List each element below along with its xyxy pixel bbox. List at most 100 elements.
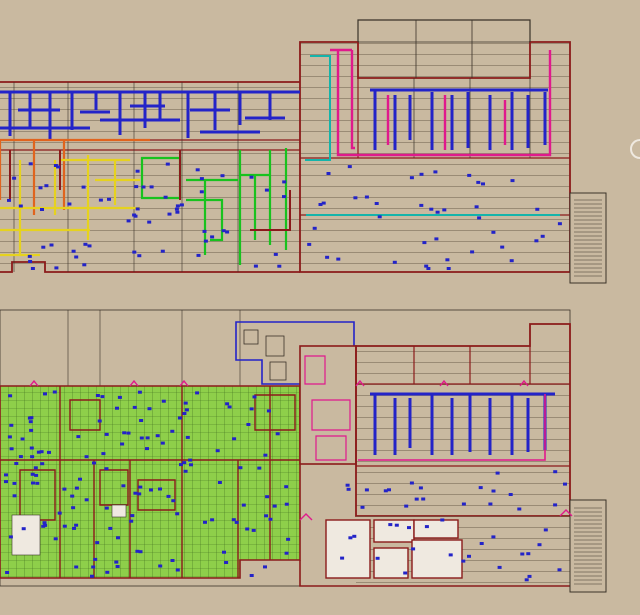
diffuser: [158, 564, 163, 568]
diffuser: [434, 237, 439, 241]
diffuser: [286, 537, 291, 541]
diffuser: [74, 255, 79, 259]
diffuser: [407, 526, 411, 530]
diffuser: [43, 392, 47, 396]
diffuser: [273, 252, 278, 256]
diffuser: [53, 537, 58, 541]
diffuser: [312, 226, 317, 230]
diffuser: [364, 488, 369, 492]
diffuser: [227, 405, 232, 409]
diffuser: [35, 481, 40, 485]
diffuser: [321, 201, 326, 205]
diffuser: [524, 578, 529, 582]
diffuser: [67, 202, 72, 206]
diffuser: [185, 435, 190, 439]
diffuser: [491, 230, 496, 234]
diffuser: [409, 176, 414, 180]
diffuser: [346, 487, 351, 491]
diffuser: [62, 487, 67, 491]
diffuser: [388, 523, 393, 527]
diffuser: [470, 250, 475, 254]
diffuser: [161, 399, 166, 403]
diffuser: [534, 239, 539, 243]
diffuser: [184, 408, 189, 412]
diffuser: [129, 519, 134, 523]
diffuser: [147, 407, 152, 411]
diffuser: [563, 482, 567, 486]
diffuser: [225, 230, 230, 234]
lower-east-magenta-duct: [358, 394, 546, 461]
diffuser: [132, 250, 137, 254]
diffuser: [392, 260, 397, 264]
diffuser: [263, 565, 267, 569]
diffuser: [138, 550, 143, 554]
diffuser: [203, 239, 208, 243]
diffuser: [130, 514, 135, 518]
upper-red-ducts: [9, 150, 291, 231]
diffuser: [115, 406, 119, 410]
diffuser: [403, 571, 408, 575]
diffuser: [234, 520, 239, 524]
diffuser: [557, 222, 562, 226]
diffuser: [175, 512, 180, 516]
diffuser: [52, 390, 57, 394]
diffuser: [70, 494, 75, 498]
diffuser: [517, 507, 522, 511]
diffuser: [424, 264, 429, 268]
diffuser: [83, 242, 88, 246]
diffuser: [97, 419, 102, 423]
lower-core: [299, 345, 357, 465]
diffuser: [121, 484, 126, 488]
lower-room-partitions: [0, 386, 300, 578]
diffuser: [442, 208, 447, 212]
diffuser: [78, 477, 82, 481]
lower-magenta-markers: [29, 379, 573, 521]
diffuser: [257, 466, 262, 470]
diffuser: [95, 394, 100, 397]
diffuser: [264, 188, 269, 192]
diffuser: [179, 463, 183, 467]
diffuser: [414, 497, 419, 501]
diffuser: [84, 455, 89, 459]
diffuser: [175, 568, 180, 572]
diffuser: [277, 264, 282, 268]
diffuser: [149, 488, 153, 492]
diffuser: [253, 264, 258, 268]
diffuser: [199, 177, 204, 181]
diffuser: [433, 170, 438, 174]
diffuser: [9, 423, 14, 427]
diffuser: [40, 462, 45, 466]
diffuser: [101, 452, 106, 456]
diffuser: [104, 467, 109, 471]
diffuser: [29, 446, 34, 450]
diffuser: [526, 552, 531, 556]
diffuser: [104, 432, 109, 436]
diffuser: [418, 486, 423, 490]
diffuser: [137, 254, 142, 258]
diffuser: [8, 394, 13, 398]
diffuser: [133, 491, 138, 495]
diffuser: [160, 249, 165, 253]
diffuser: [557, 568, 562, 572]
diffuser: [224, 561, 229, 564]
diffuser: [195, 391, 200, 395]
diffuser: [374, 202, 379, 205]
upper-roof-bays: [358, 20, 530, 78]
lower-stair-east: [569, 499, 607, 593]
diffuser: [377, 215, 382, 219]
diffuser: [282, 180, 287, 184]
diffuser: [149, 185, 154, 189]
diffuser: [28, 260, 33, 263]
diffuser: [404, 504, 409, 508]
edge-mark: [630, 139, 640, 159]
diffuser: [461, 559, 466, 563]
diffuser: [421, 497, 426, 501]
lower-shaft: [111, 504, 127, 518]
diffuser: [135, 207, 140, 211]
diffuser: [510, 179, 515, 183]
diffuser: [28, 420, 33, 424]
diffuser: [383, 489, 388, 493]
diffuser: [7, 198, 11, 202]
diffuser: [497, 565, 502, 569]
